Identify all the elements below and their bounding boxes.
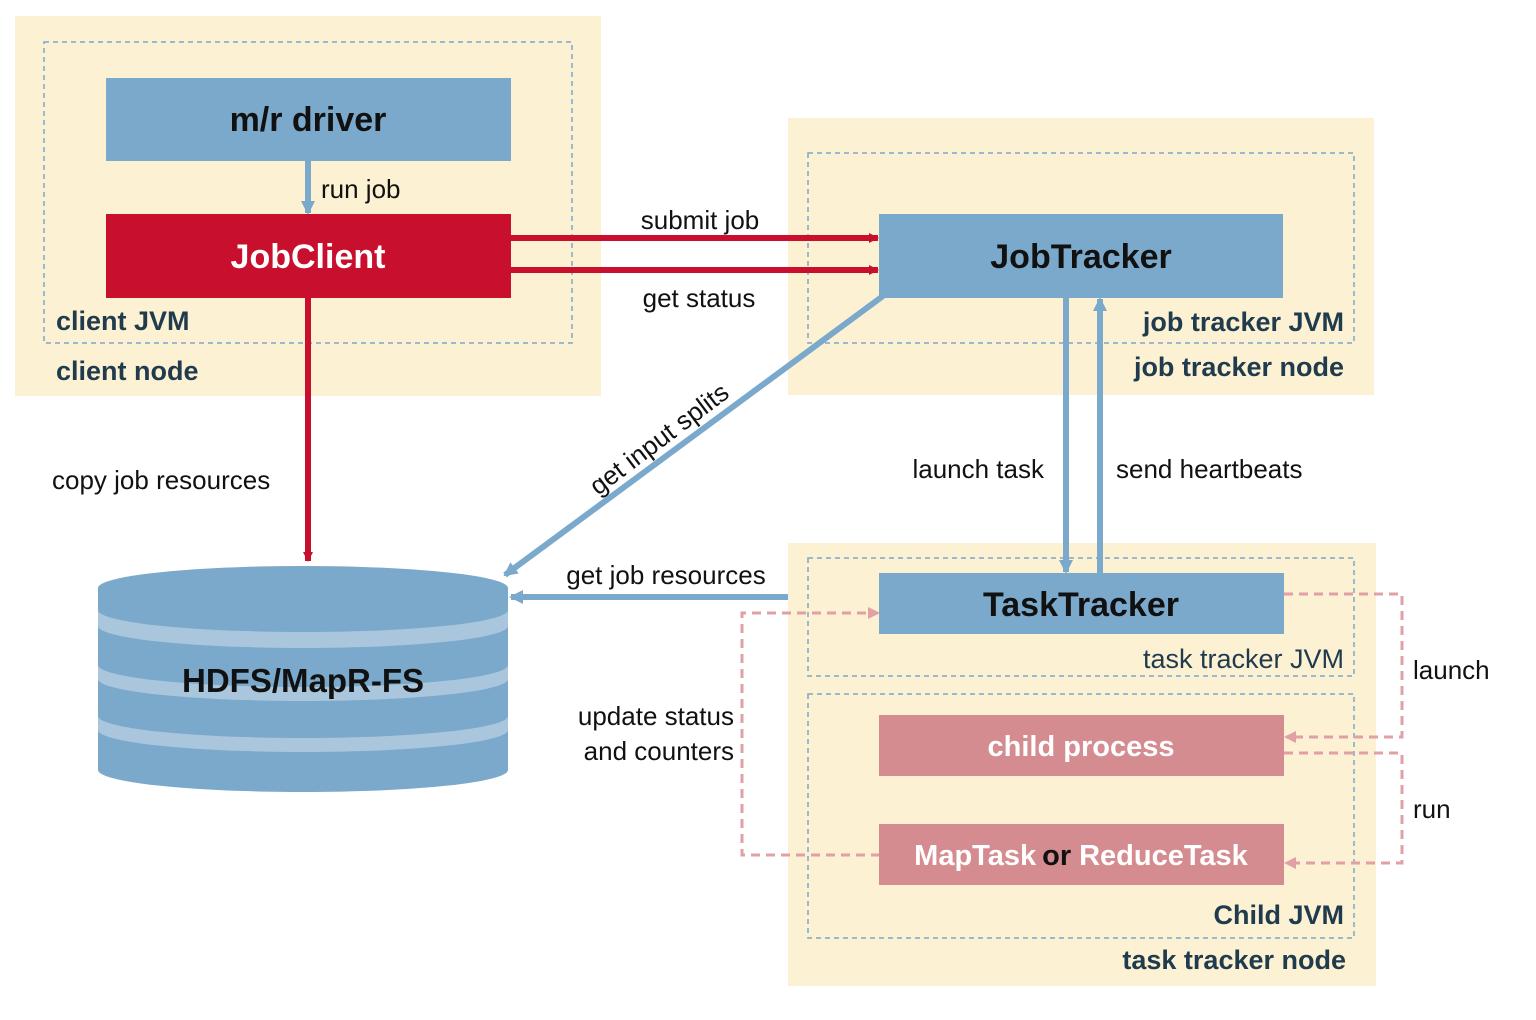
get-job-resources-label: get job resources <box>566 560 765 590</box>
reduce-task-label: ReduceTask <box>1079 840 1249 872</box>
launch-arrow <box>1284 592 1404 743</box>
launch-task-label: launch task <box>912 454 1045 484</box>
job-tracker-node-label: job tracker node <box>1133 352 1344 382</box>
submit-job-label: submit job <box>641 205 760 235</box>
run-label: run <box>1413 794 1451 824</box>
child-jvm-label: Child JVM <box>1213 900 1344 930</box>
mr-driver-box <box>106 78 511 161</box>
copy-job-resources-label: copy job resources <box>52 465 270 495</box>
update-status-label-line1: update status <box>578 701 734 731</box>
job-tracker-label: JobTracker <box>990 238 1171 276</box>
get-input-splits-label: get input splits <box>584 377 735 501</box>
get-status-label: get status <box>643 283 756 313</box>
map-task-label: MapTask <box>914 840 1037 872</box>
task-tracker-node-label: task tracker node <box>1122 945 1346 975</box>
task-tracker-label: TaskTracker <box>983 586 1179 624</box>
launch-label: launch <box>1413 655 1490 685</box>
job-tracker-jvm-border <box>807 152 1355 344</box>
run-job-label: run job <box>321 174 401 204</box>
map-reduce-task-box <box>879 824 1284 885</box>
child-process-box <box>879 715 1284 776</box>
update-status-label-line2: and counters <box>584 736 734 766</box>
run-arrow <box>1284 751 1404 869</box>
task-tracker-box <box>879 573 1284 634</box>
client-jvm-label: client JVM <box>56 306 190 336</box>
child-jvm-border <box>807 693 1355 939</box>
job-client-box <box>106 214 511 298</box>
task-tracker-jvm-label: task tracker JVM <box>1143 644 1344 674</box>
mr-driver-label: m/r driver <box>230 101 387 139</box>
client-node-label: client node <box>56 356 199 386</box>
hdfs-cylinder <box>98 566 508 792</box>
update-status-arrow <box>740 607 880 857</box>
get-input-splits-arrow <box>503 293 885 578</box>
hdfs-label: HDFS/MapR-FS <box>182 662 424 699</box>
send-heartbeats-label: send heartbeats <box>1116 454 1302 484</box>
or-label: or <box>1042 840 1071 872</box>
job-tracker-box <box>879 214 1283 298</box>
job-tracker-jvm-label: job tracker JVM <box>1142 307 1344 337</box>
child-process-label: child process <box>988 731 1175 763</box>
task-tracker-jvm-border <box>807 557 1355 677</box>
job-client-label: JobClient <box>231 238 386 276</box>
